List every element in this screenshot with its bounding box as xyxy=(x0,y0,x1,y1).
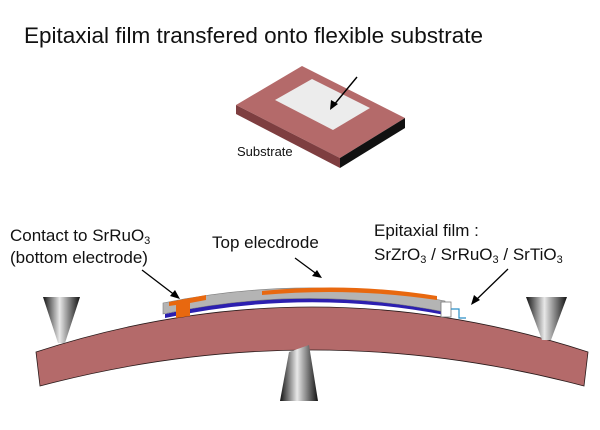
arrowhead-icon xyxy=(471,295,480,305)
arrowhead-icon xyxy=(170,290,180,299)
layer-subscript: 3 xyxy=(420,254,427,266)
diagram-title: Epitaxial film transfered onto flexible … xyxy=(24,23,483,48)
substrate-inset xyxy=(236,66,405,168)
contact-label-line2: (bottom electrode) xyxy=(10,248,148,267)
layer-name: SrTiO xyxy=(512,245,557,264)
top-electrode-label: Top elecdrode xyxy=(212,233,319,252)
layer-separator: / xyxy=(426,245,441,264)
center-support xyxy=(280,345,318,401)
contact-label: Contact to SrRuO3 xyxy=(10,225,151,247)
contact-label-subscript: 3 xyxy=(144,235,151,247)
layer-separator: / xyxy=(498,245,513,264)
inset-substrate-side xyxy=(340,118,405,168)
left-support xyxy=(43,297,80,343)
inset-substrate-label: Substrate xyxy=(237,144,293,159)
film-stack xyxy=(162,287,452,318)
film-end-callout xyxy=(451,308,466,319)
top-electrode-layer xyxy=(262,287,437,300)
inset-substrate-front xyxy=(236,105,340,168)
inset-pointer-arrow xyxy=(332,76,358,107)
inset-film xyxy=(275,79,370,130)
layer-name: SrZrO xyxy=(374,245,421,264)
contact-arrow xyxy=(141,269,177,297)
right-support xyxy=(526,297,567,340)
epi-film-label-line1: Epitaxial film : xyxy=(374,221,479,240)
layer-subscript: 3 xyxy=(492,254,499,266)
layer-name: SrRuO xyxy=(440,245,493,264)
epi-film-arrow xyxy=(474,268,509,302)
bottom-contact-pad xyxy=(169,295,206,318)
flexible-substrate xyxy=(35,306,589,387)
top-electrode-arrow xyxy=(294,257,319,276)
arrowhead-icon xyxy=(330,100,338,110)
film-end-cap xyxy=(440,301,452,318)
layer-subscript: 3 xyxy=(556,254,563,266)
arrowhead-icon xyxy=(312,270,322,278)
contact-label-line1: Contact to SrRuO xyxy=(10,226,145,245)
epi-film-label-line2: SrZrO3 / SrRuO3 / SrTiO3 xyxy=(374,244,563,266)
